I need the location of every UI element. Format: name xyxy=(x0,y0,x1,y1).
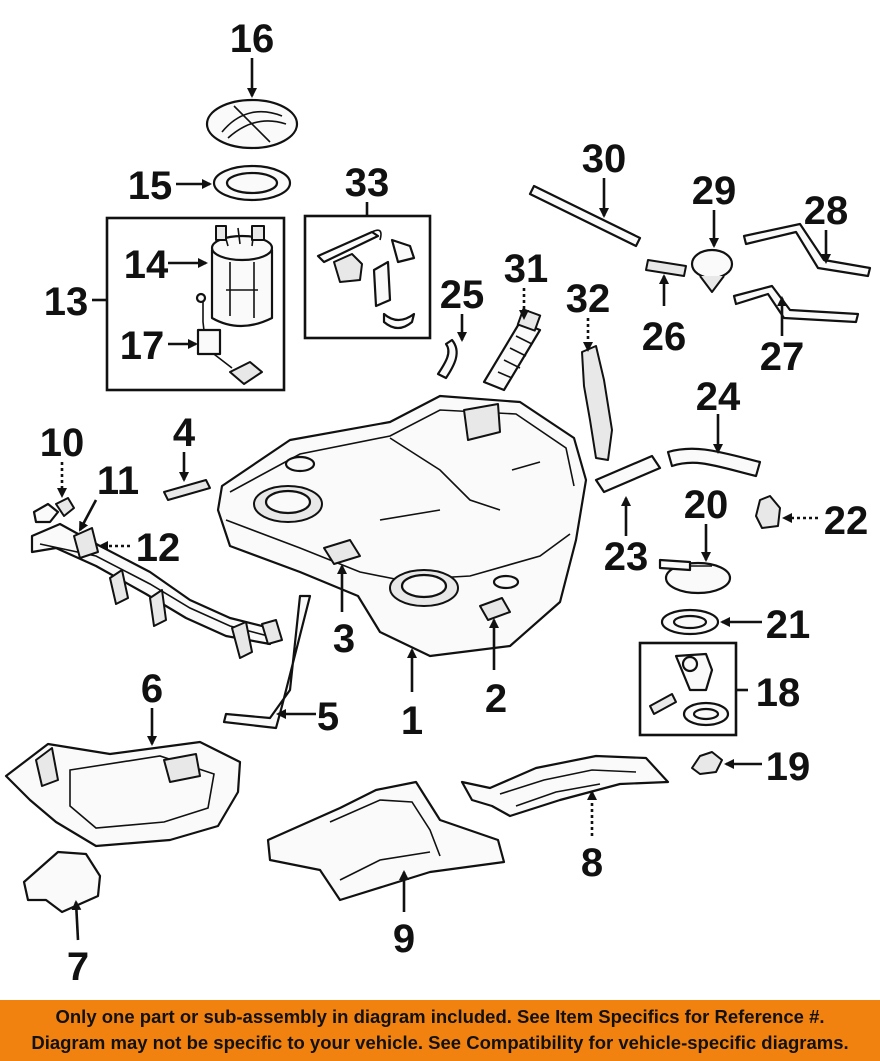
callout-20: 20 xyxy=(684,483,729,527)
part-21-gasket xyxy=(660,608,720,636)
callout-2: 2 xyxy=(485,677,507,721)
callout-numbers: 16 15 14 13 17 33 25 31 32 30 29 28 26 2… xyxy=(40,17,869,989)
callout-7: 7 xyxy=(67,945,89,989)
part-1-fuel-tank xyxy=(216,394,588,658)
part-24-hose xyxy=(666,447,762,478)
callout-15: 15 xyxy=(128,164,173,208)
callout-5: 5 xyxy=(317,695,339,739)
callout-3: 3 xyxy=(333,617,355,661)
part-16-lock-ring xyxy=(205,98,299,150)
callout-12: 12 xyxy=(136,526,181,570)
part-19-cap xyxy=(691,751,723,775)
part-18-kit-contents xyxy=(649,652,730,727)
callout-32: 32 xyxy=(566,277,611,321)
part-5-strap xyxy=(222,594,312,730)
leader-lines xyxy=(57,58,831,941)
part-4-pad xyxy=(163,479,211,501)
part-31-filler-hose xyxy=(482,308,542,392)
callout-19: 19 xyxy=(766,745,811,789)
part-27-fuel-line xyxy=(732,284,860,324)
callout-33: 33 xyxy=(345,161,390,205)
callout-28: 28 xyxy=(804,189,849,233)
part-29-check-valve xyxy=(690,248,734,293)
part-28-vapor-line xyxy=(742,222,872,278)
part-33-kit-contents xyxy=(316,229,416,330)
callout-9: 9 xyxy=(393,917,415,961)
callout-1: 1 xyxy=(401,699,423,743)
callout-16: 16 xyxy=(230,17,275,61)
diagram-canvas: 16 15 14 13 17 33 25 31 32 30 29 28 26 2… xyxy=(4,17,872,989)
disclaimer-line-2: Diagram may not be specific to your vehi… xyxy=(31,1032,849,1053)
callout-17: 17 xyxy=(120,324,165,368)
disclaimer-line-1: Only one part or sub-assembly in diagram… xyxy=(55,1006,825,1027)
callout-30: 30 xyxy=(582,137,627,181)
callout-4: 4 xyxy=(173,411,196,455)
callout-26: 26 xyxy=(642,315,687,359)
part-17-fuel-level-sensor xyxy=(195,292,263,385)
callout-11: 11 xyxy=(97,459,139,503)
callout-14: 14 xyxy=(124,243,169,287)
part-9-insulator xyxy=(266,780,506,902)
part-6-protector xyxy=(4,740,242,848)
part-25-hose xyxy=(436,338,458,380)
part-22-grommet xyxy=(755,495,781,529)
callout-8: 8 xyxy=(581,841,603,885)
callout-24: 24 xyxy=(696,375,741,419)
callout-25: 25 xyxy=(440,273,485,317)
part-30-vent-tube xyxy=(528,184,642,248)
callout-29: 29 xyxy=(692,169,737,213)
callout-10: 10 xyxy=(40,421,85,465)
callout-13: 13 xyxy=(44,280,89,324)
part-26-clip xyxy=(645,259,687,277)
callout-21: 21 xyxy=(766,603,811,647)
callout-27: 27 xyxy=(760,335,805,379)
part-23-hose xyxy=(594,454,662,494)
part-8-insulator xyxy=(460,754,670,818)
part-14-fuel-pump-module xyxy=(210,225,274,328)
parts-diagram: 16 15 14 13 17 33 25 31 32 30 29 28 26 2… xyxy=(4,17,872,989)
disclaimer-banner: Only one part or sub-assembly in diagram… xyxy=(0,1000,880,1061)
part-7-bracket xyxy=(22,850,102,914)
callout-22: 22 xyxy=(824,499,869,543)
callout-23: 23 xyxy=(604,535,649,579)
part-32-heat-shield xyxy=(581,345,613,461)
part-10-12-filler-pipe-assembly xyxy=(30,497,283,659)
callout-31: 31 xyxy=(504,247,549,291)
callout-6: 6 xyxy=(141,667,163,711)
part-20-sender-unit xyxy=(658,558,732,595)
callout-18: 18 xyxy=(756,671,801,715)
part-15-gasket xyxy=(212,164,292,202)
box-13-fuel-pump-assembly xyxy=(105,216,286,392)
